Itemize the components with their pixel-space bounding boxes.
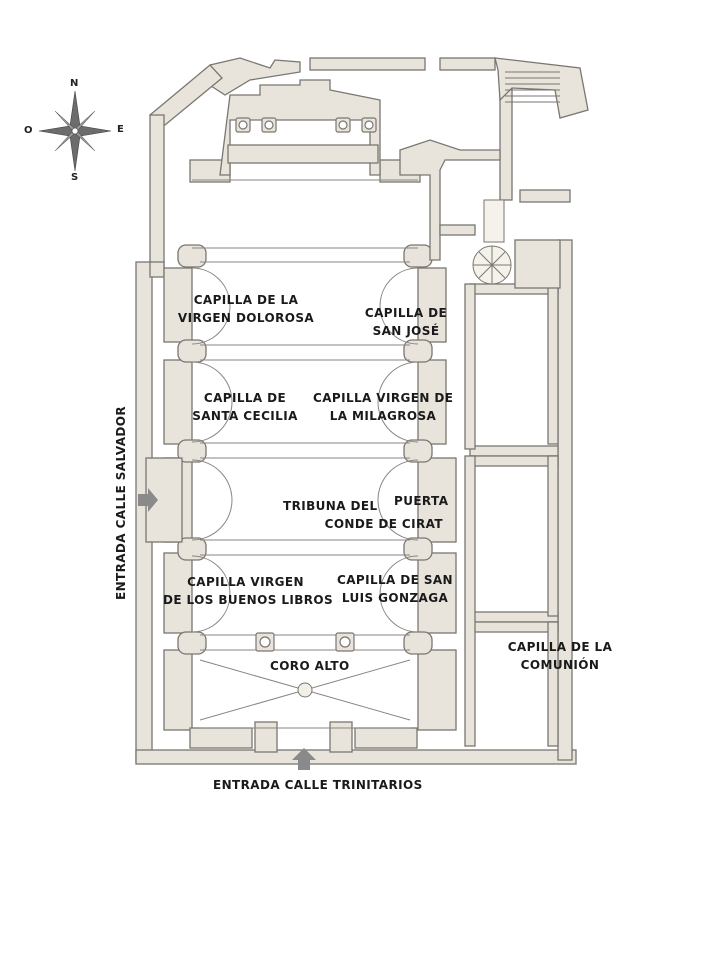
compass-north: N [70,78,79,89]
label-puerta: PUERTA [394,494,449,508]
entrance-arrow-west [138,488,158,512]
label-santa-cecilia: CAPILLA DE SANTA CECILIA [180,389,310,425]
label-luis-gonzaga: CAPILLA DE SAN LUIS GONZAGA [335,571,455,607]
spiral-staircase [472,199,512,285]
stair-ne [505,71,560,103]
label-virgen-dolorosa: CAPILLA DE LA VIRGEN DOLOROSA [176,291,316,327]
label-virgen-milagrosa-line1: CAPILLA VIRGEN DE [313,391,454,405]
label-tribuna-line2: CONDE DE CIRAT [324,517,443,531]
label-san-jose-line1: CAPILLA DE [364,306,448,320]
label-santa-cecilia-line1: CAPILLA DE [203,391,287,405]
label-comunion-line1: CAPILLA DE LA [507,640,613,654]
vault-lines [191,179,419,729]
label-coro-alto: CORO ALTO [270,659,350,673]
label-tribuna: TRIBUNA DEL CONDE DE CIRAT [283,497,443,533]
label-luis-gonzaga-line2: LUIS GONZAGA [341,591,449,605]
label-buenos-libros-line1: CAPILLA VIRGEN [187,575,304,589]
nave-walls [145,79,561,753]
label-comunion-line2: COMUNIÓN [520,658,600,672]
compass-rose-icon [38,90,112,172]
label-tribuna-line1: TRIBUNA DEL [283,499,378,513]
label-virgen-dolorosa-line1: CAPILLA DE LA [193,293,299,307]
label-buenos-libros: CAPILLA VIRGEN DE LOS BUENOS LIBROS [163,573,334,609]
column-bases [235,117,377,652]
compass-west: O [24,125,33,136]
outer-walls [135,57,589,765]
coro-center [297,682,313,698]
entrance-arrow-south [292,748,316,770]
label-san-jose-line2: SAN JOSÉ [372,324,440,338]
label-virgen-milagrosa-line2: LA MILAGROSA [329,409,437,423]
label-santa-cecilia-line2: SANTA CECILIA [192,409,298,423]
label-entrada-trinitarios: ENTRADA CALLE TRINITARIOS [213,778,423,792]
compass-east: E [117,124,124,135]
label-buenos-libros-line2: DE LOS BUENOS LIBROS [163,593,334,607]
label-luis-gonzaga-line1: CAPILLA DE SAN [336,573,454,587]
label-comunion: CAPILLA DE LA COMUNIÓN [500,638,620,674]
compass-south: S [71,172,79,183]
label-virgen-milagrosa: CAPILLA VIRGEN DE LA MILAGROSA [313,389,453,425]
label-virgen-dolorosa-line2: VIRGEN DOLOROSA [177,311,315,325]
label-san-jose: CAPILLA DE SAN JOSÉ [356,304,456,340]
label-entrada-salvador: ENTRADA CALLE SALVADOR [114,405,128,601]
